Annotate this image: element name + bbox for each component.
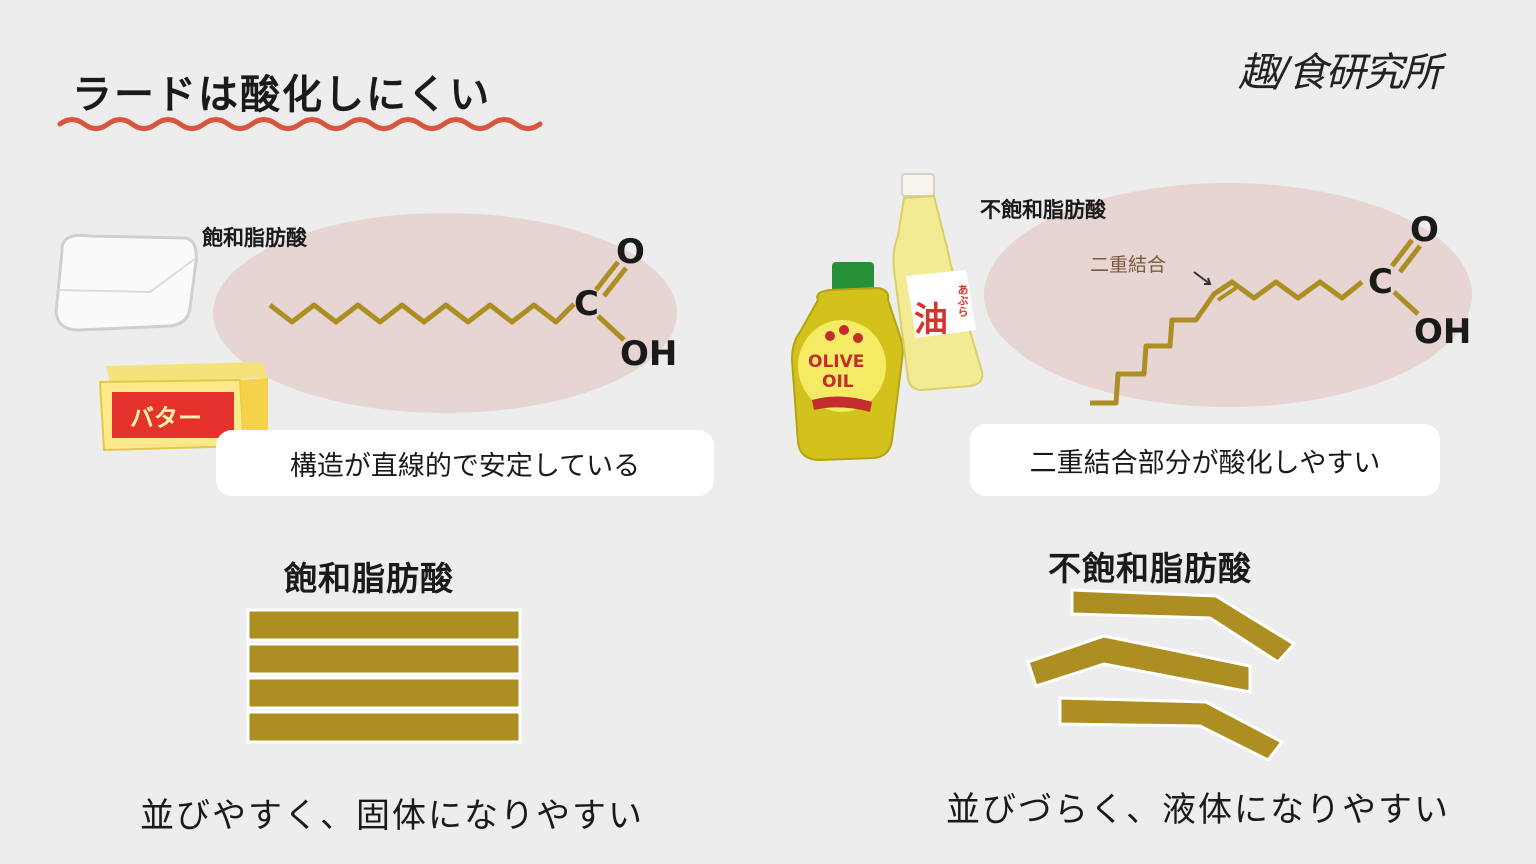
left-caption-text: 構造が直線的で安定している bbox=[289, 450, 641, 482]
saturated-bars bbox=[246, 608, 522, 744]
right-heading: 不飽和脂肪酸 bbox=[1048, 549, 1252, 588]
left-atom-o: O bbox=[616, 232, 645, 272]
unsaturated-bent-bars bbox=[1026, 588, 1297, 762]
right-atom-o: O bbox=[1410, 210, 1439, 250]
left-atom-oh: OH bbox=[620, 334, 678, 374]
olive-label-2: OIL bbox=[822, 372, 854, 392]
butter-label: バター bbox=[130, 404, 202, 432]
right-atom-oh: OH bbox=[1414, 312, 1472, 352]
page-title: ラードは酸化しにくい bbox=[72, 72, 492, 118]
lard-block-icon bbox=[54, 233, 198, 332]
unsaturated-carbon-chain bbox=[1090, 279, 1364, 406]
butter-box-icon bbox=[98, 362, 268, 452]
left-chem-label: 飽和脂肪酸 bbox=[202, 226, 307, 250]
oil-small-label: あぶら bbox=[956, 284, 969, 317]
left-molecule-background bbox=[213, 213, 677, 413]
left-caption-box: 構造が直線的で安定している bbox=[216, 430, 714, 496]
left-bottom-text: 並びやすく、固体になりやすい bbox=[140, 796, 644, 836]
brand-logo: 趣/食研究所 bbox=[1238, 50, 1441, 96]
cooking-oil-bottle-icon bbox=[892, 173, 984, 392]
right-bottom-text: 並びづらく、液体になりやすい bbox=[946, 790, 1450, 830]
double-bond-note: 二重結合 bbox=[1090, 254, 1167, 276]
saturated-carbon-chain bbox=[268, 302, 576, 325]
oil-label: 油 bbox=[914, 300, 948, 340]
left-heading: 飽和脂肪酸 bbox=[284, 559, 454, 598]
double-bond-arrow-icon bbox=[1193, 271, 1212, 285]
right-caption-box: 二重結合部分が酸化しやすい bbox=[970, 424, 1440, 496]
right-atom-c: C bbox=[1368, 262, 1393, 302]
left-atom-c: C bbox=[574, 284, 599, 324]
right-caption-text: 二重結合部分が酸化しやすい bbox=[1029, 447, 1381, 479]
right-chem-label: 不飽和脂肪酸 bbox=[980, 198, 1106, 222]
title-underline-wave bbox=[57, 117, 543, 131]
olive-label-1: OLIVE bbox=[808, 352, 865, 372]
olive-oil-bottle-icon bbox=[790, 262, 904, 462]
